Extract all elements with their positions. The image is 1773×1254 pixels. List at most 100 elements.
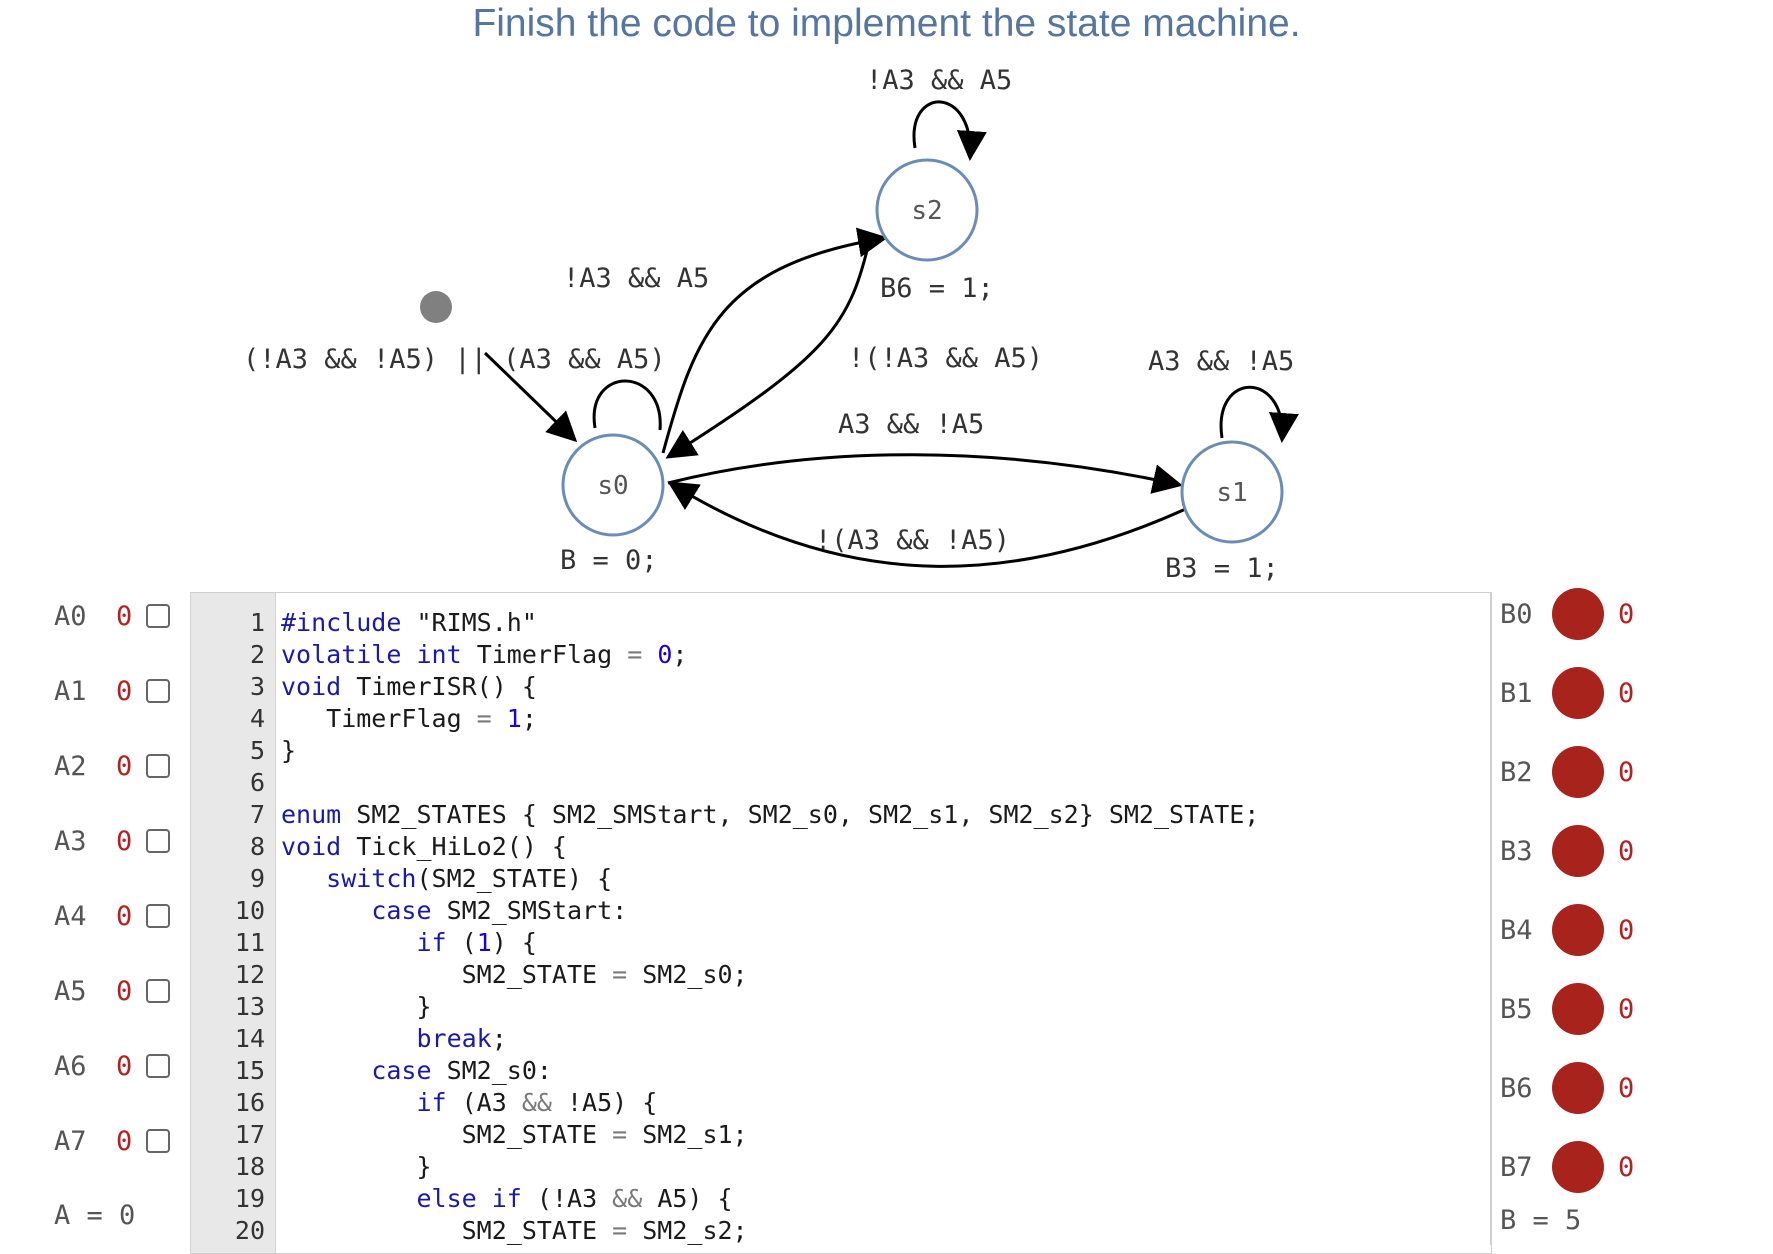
output-B2: B2 0 [1500, 746, 1634, 798]
code-text[interactable]: } [281, 992, 432, 1021]
s0-to-s1-arrow [667, 453, 1183, 494]
code-line[interactable]: 18 } [191, 1151, 1491, 1183]
line-number: 9 [249, 864, 265, 893]
code-line[interactable]: 20 SM2_STATE = SM2_s2; [191, 1215, 1491, 1247]
state-s2 [875, 158, 979, 262]
input-label: A5 [54, 975, 87, 1007]
line-number: 11 [234, 928, 265, 957]
code-text[interactable]: TimerFlag = 1; [281, 704, 537, 733]
input-A0: A0 0 [54, 599, 170, 633]
led-indicator [1552, 1141, 1604, 1193]
s1-self-label: A3 && !A5 [1148, 346, 1294, 377]
code-text[interactable]: SM2_STATE = SM2_s2; [281, 1216, 748, 1245]
input-checkbox[interactable] [146, 829, 170, 853]
input-label: A4 [54, 900, 87, 932]
code-text[interactable]: enum SM2_STATES { SM2_SMStart, SM2_s0, S… [281, 800, 1260, 829]
code-text[interactable]: volatile int TimerFlag = 0; [281, 640, 688, 669]
code-line[interactable]: 6 [191, 767, 1491, 799]
code-text[interactable]: switch(SM2_STATE) { [326, 864, 613, 893]
state-s1-action: B3 = 1; [1165, 553, 1279, 584]
code-line[interactable]: 10 case SM2_SMStart: [191, 895, 1491, 927]
code-line[interactable]: 1#include "RIMS.h" [191, 607, 1491, 639]
code-line[interactable]: 14 break; [191, 1023, 1491, 1055]
code-text[interactable]: case SM2_s0: [371, 1056, 552, 1085]
s0-to-s1-label: A3 && !A5 [838, 409, 984, 440]
code-line[interactable]: 11 if (1) { [191, 927, 1491, 959]
input-value: 0 [116, 900, 133, 932]
code-text[interactable]: SM2_STATE = SM2_s1; [281, 1120, 748, 1149]
outputs-panel [1490, 592, 1641, 1245]
code-editor[interactable]: 1#include "RIMS.h"2 volatile int TimerFla… [190, 592, 1492, 1254]
initial-state-dot [420, 291, 452, 323]
code-text[interactable]: void Tick_HiLo2() { [281, 832, 567, 861]
code-line[interactable]: 5} [191, 735, 1491, 767]
code-text[interactable]: #include "RIMS.h" [281, 608, 537, 637]
input-value: 0 [116, 825, 133, 857]
input-checkbox[interactable] [146, 754, 170, 778]
led-indicator [1552, 588, 1604, 640]
page-title: Finish the code to implement the state m… [472, 2, 1301, 45]
code-text[interactable]: if (A3 && !A5) { [416, 1088, 658, 1117]
code-text[interactable]: } [281, 1152, 432, 1181]
input-checkbox[interactable] [146, 679, 170, 703]
output-value: 0 [1618, 677, 1635, 709]
input-value: 0 [116, 1125, 133, 1157]
code-line[interactable]: 15 case SM2_s0: [191, 1055, 1491, 1087]
code-line[interactable]: 12 SM2_STATE = SM2_s0; [191, 959, 1491, 991]
output-B3: B3 0 [1500, 825, 1634, 877]
input-value: 0 [116, 975, 133, 1007]
output-B1: B1 0 [1500, 667, 1634, 719]
code-text[interactable]: void TimerISR() { [281, 672, 537, 701]
code-lines[interactable]: 1#include "RIMS.h"2 volatile int TimerFla… [191, 593, 1491, 1247]
output-value: 0 [1618, 1151, 1635, 1183]
input-checkbox[interactable] [146, 904, 170, 928]
line-number: 2 [249, 640, 265, 669]
s1-to-s0-arrow [667, 481, 1191, 568]
input-value: 0 [116, 750, 133, 782]
line-number: 10 [234, 896, 265, 925]
s2-self-label: !A3 && A5 [866, 65, 1012, 96]
input-checkbox[interactable] [146, 1054, 170, 1078]
code-line[interactable]: 4 TimerFlag = 1; [191, 703, 1491, 735]
s2-self-loop [912, 100, 987, 161]
input-checkbox[interactable] [146, 604, 170, 628]
output-label: B1 [1500, 677, 1533, 709]
output-value: 0 [1618, 993, 1635, 1025]
s1-self-loop [1219, 385, 1299, 443]
code-text[interactable]: } [281, 736, 297, 765]
output-value: 0 [1618, 756, 1635, 788]
code-text[interactable]: break; [416, 1024, 507, 1053]
code-line[interactable]: 19 else if (!A3 && A5) { [191, 1183, 1491, 1215]
code-line[interactable]: 2 volatile int TimerFlag = 0; [191, 639, 1491, 671]
input-checkbox[interactable] [146, 1129, 170, 1153]
code-line[interactable]: 13 } [191, 991, 1491, 1023]
initial-transition-arrow [483, 351, 578, 443]
code-text[interactable]: else if (!A3 && A5) { [416, 1184, 733, 1213]
code-text[interactable]: if (1) { [416, 928, 537, 957]
code-text[interactable]: case SM2_SMStart: [371, 896, 628, 925]
output-value: 0 [1618, 914, 1635, 946]
output-value: 0 [1618, 1072, 1635, 1104]
state-s0 [561, 433, 665, 537]
code-text[interactable]: SM2_STATE = SM2_s0; [281, 960, 748, 989]
input-label: A6 [54, 1050, 87, 1082]
code-line[interactable]: 9 switch(SM2_STATE) { [191, 863, 1491, 895]
input-label: A3 [54, 825, 87, 857]
output-B7: B7 0 [1500, 1141, 1634, 1193]
input-A3: A3 0 [54, 824, 170, 858]
input-value: 0 [116, 675, 133, 707]
line-number: 19 [234, 1184, 265, 1213]
input-A2: A2 0 [54, 749, 170, 783]
state-s1 [1180, 440, 1284, 544]
input-checkbox[interactable] [146, 979, 170, 1003]
code-line[interactable]: 16 if (A3 && !A5) { [191, 1087, 1491, 1119]
line-number: 5 [249, 736, 265, 765]
output-label: B5 [1500, 993, 1533, 1025]
input-A5: A5 0 [54, 974, 170, 1008]
state-diagram: s2 s0 s1 B6 = 1; B = 0; B3 = 1; !A3 && A… [243, 65, 1299, 584]
led-indicator [1552, 1062, 1604, 1114]
code-line[interactable]: 17 SM2_STATE = SM2_s1; [191, 1119, 1491, 1151]
